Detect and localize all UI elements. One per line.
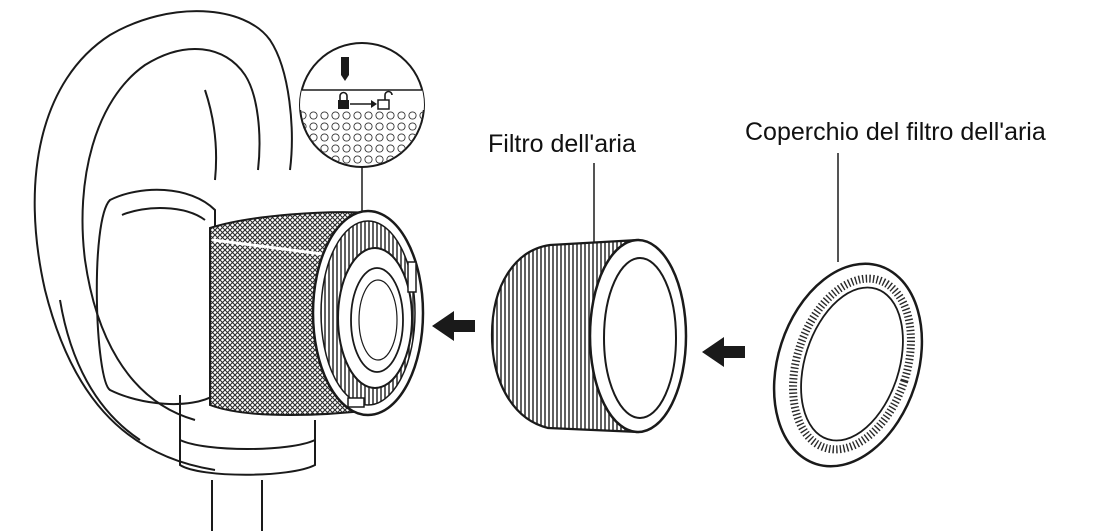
arrow-left-icon bbox=[702, 337, 745, 367]
unlock-icon bbox=[377, 90, 393, 110]
mesh-highlight bbox=[212, 238, 331, 257]
housing-rim bbox=[311, 209, 425, 417]
air-filter-label: Filtro dell'aria bbox=[488, 130, 636, 158]
base-column bbox=[179, 395, 316, 476]
lock-icon bbox=[338, 91, 349, 109]
alignment-mark-icon bbox=[341, 57, 349, 81]
loop-ring-outer bbox=[33, 10, 293, 471]
loop-ring-inner bbox=[81, 48, 261, 421]
air-filter-cover-label: Coperchio del filtro dell'aria bbox=[745, 118, 1046, 146]
housing-body bbox=[95, 188, 216, 405]
purifier-unit bbox=[33, 10, 316, 531]
air-filter-cover bbox=[772, 262, 924, 468]
air-filter-cartridge bbox=[490, 238, 688, 434]
arrow-left-icon bbox=[432, 311, 475, 341]
lock-indicator-callout bbox=[299, 42, 425, 212]
